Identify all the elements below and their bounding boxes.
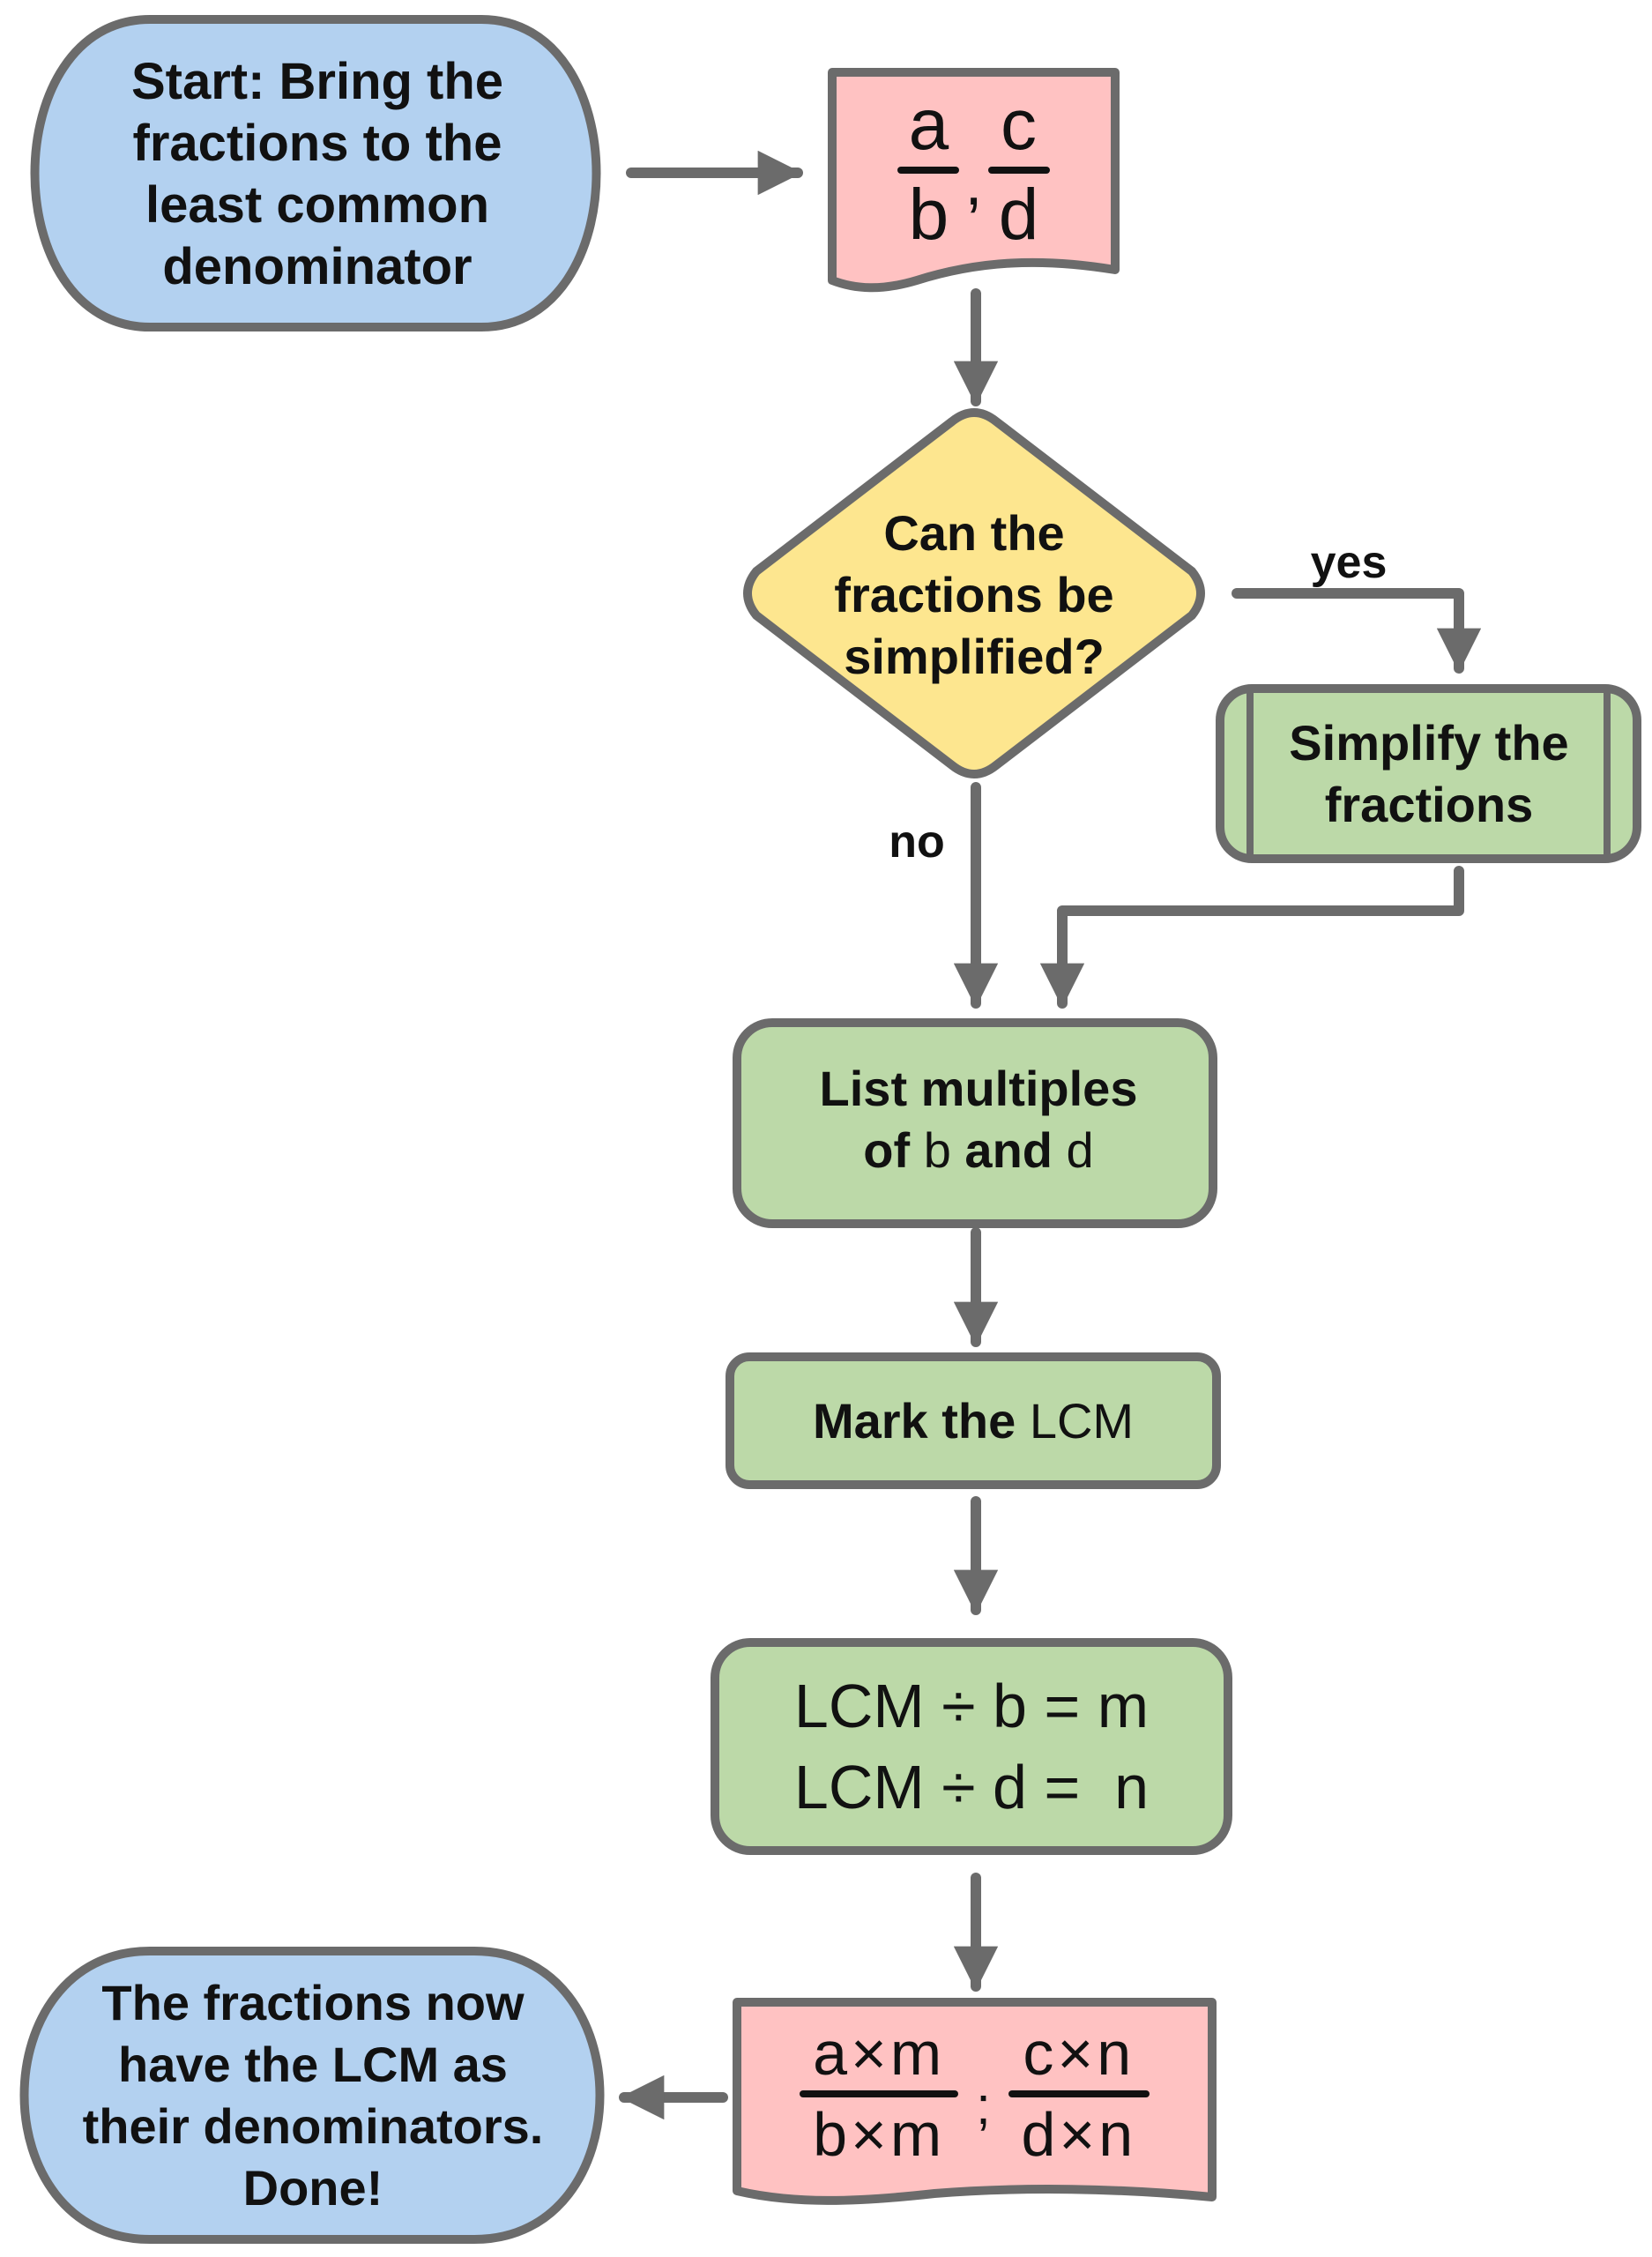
end-line: Done! bbox=[242, 2160, 383, 2216]
decision-diamond-shape bbox=[743, 408, 1205, 778]
end-line: The fractions now bbox=[101, 1975, 525, 2030]
fraction-bar bbox=[800, 2090, 959, 2097]
edge-label-yes: yes bbox=[1310, 537, 1388, 588]
input-fraction-2: c d bbox=[987, 85, 1050, 255]
fraction-bar bbox=[1008, 2090, 1150, 2097]
edge-decision-to-simplify bbox=[1232, 588, 1482, 674]
decision-node: Can the fractions be simplified? bbox=[776, 489, 1172, 701]
output-document-shape bbox=[733, 1998, 1217, 2205]
mark-lcm-text: LCM bbox=[1029, 1393, 1135, 1449]
decision-line: simplified? bbox=[844, 629, 1105, 684]
decision-line: Can the bbox=[883, 505, 1065, 561]
decision-line: fractions be bbox=[834, 567, 1114, 622]
list-variable-b: b bbox=[923, 1122, 951, 1178]
compute-line: LCM ÷ d = n bbox=[793, 1753, 1150, 1821]
start-line: denominator bbox=[162, 237, 473, 295]
simplify-line: Simplify the bbox=[1289, 715, 1569, 771]
compute-line: LCM ÷ b = m bbox=[793, 1672, 1150, 1740]
input-fraction-1: a b bbox=[897, 85, 960, 255]
numerator: a bbox=[908, 85, 949, 165]
fraction-separator: ; bbox=[976, 2075, 991, 2135]
simplify-line: fractions bbox=[1324, 777, 1534, 832]
simplify-box-shape bbox=[1216, 684, 1641, 863]
edge-simplify-to-list bbox=[1039, 866, 1464, 1009]
compute-box-shape bbox=[711, 1638, 1232, 1855]
list-word: and bbox=[964, 1122, 1053, 1178]
output-fraction-2: c×n d×n bbox=[1008, 2022, 1150, 2166]
start-terminal: Start: Bring the fractions to the least … bbox=[53, 26, 582, 322]
start-terminal-shape bbox=[30, 15, 601, 331]
list-line-1: List multiples bbox=[819, 1061, 1138, 1116]
denominator: b bbox=[908, 175, 949, 255]
end-line: their denominators. bbox=[82, 2098, 544, 2154]
list-box-shape bbox=[733, 1018, 1217, 1228]
fraction-bar bbox=[897, 167, 960, 174]
output-document: a×m b×m ; c×n d×n bbox=[737, 2006, 1212, 2182]
list-line-2: of b and d bbox=[820, 1120, 1138, 1181]
simplify-node: Simplify the fractions bbox=[1252, 696, 1606, 852]
numerator: c bbox=[1001, 85, 1037, 165]
numerator: c×n bbox=[1023, 2019, 1135, 2088]
start-line: least common bbox=[145, 175, 489, 234]
end-line: have the LCM as bbox=[118, 2037, 508, 2092]
input-document: a b , c d bbox=[832, 78, 1115, 263]
input-document-shape bbox=[828, 68, 1120, 293]
numerator: a×m bbox=[813, 2019, 946, 2088]
mark-node: Mark the LCM bbox=[730, 1359, 1217, 1483]
mark-box-shape bbox=[726, 1352, 1221, 1489]
start-line: Start: Bring the bbox=[130, 52, 504, 110]
fraction-bar bbox=[987, 167, 1050, 174]
end-terminal: The fractions now have the LCM as their … bbox=[26, 1959, 599, 2232]
output-fraction-1: a×m b×m bbox=[800, 2019, 959, 2169]
list-variable-d: d bbox=[1066, 1122, 1094, 1178]
end-terminal-shape bbox=[19, 1947, 605, 2244]
compute-node: LCM ÷ b = m LCM ÷ d = n bbox=[715, 1645, 1228, 1848]
edge-label-no: no bbox=[889, 816, 945, 868]
denominator: d bbox=[998, 175, 1039, 255]
fraction-separator: , bbox=[964, 148, 983, 219]
start-line: fractions to the bbox=[132, 114, 502, 172]
denominator: d×n bbox=[1021, 2100, 1137, 2169]
list-word: of bbox=[863, 1122, 911, 1178]
mark-bold-text: Mark the bbox=[812, 1393, 1016, 1449]
list-node: List multiples of b and d bbox=[740, 1032, 1217, 1208]
denominator: b×m bbox=[813, 2100, 946, 2169]
